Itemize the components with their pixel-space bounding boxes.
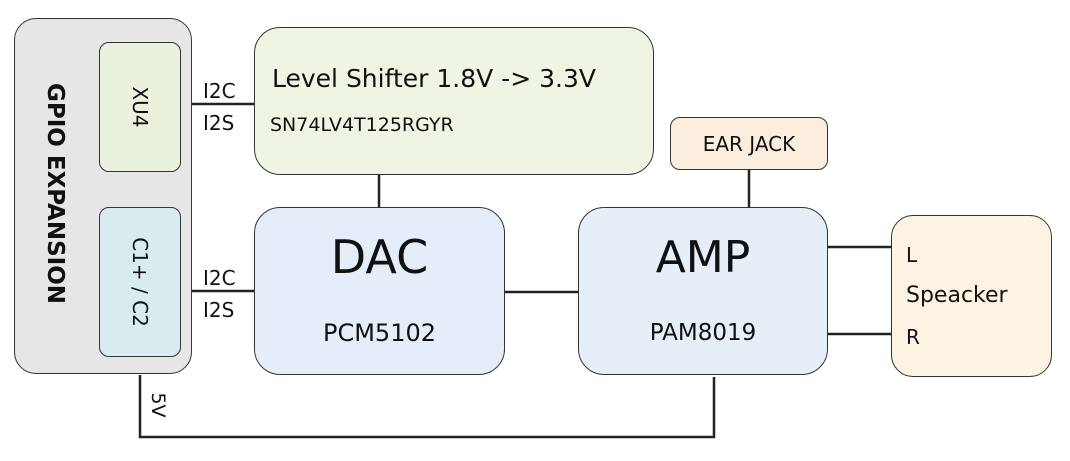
amp-block (578, 207, 828, 375)
amp-part: PAM8019 (649, 320, 757, 346)
speaker-right-label: R (906, 325, 920, 349)
level-shifter-block (254, 27, 654, 175)
dac-block (254, 207, 505, 375)
dac-part: PCM5102 (322, 319, 436, 347)
ear-jack-label: EAR JACK (702, 132, 796, 156)
bus-upper-i2c-label: I2C (203, 79, 236, 103)
speaker-block (891, 215, 1052, 377)
power-5v-label: 5V (147, 392, 169, 418)
level-shifter-title: Level Shifter 1.8V -> 3.3V (272, 64, 596, 93)
c1-c2-port-block (99, 207, 181, 357)
bus-lower-i2c-label: I2C (203, 266, 236, 290)
speaker-left-label: L (906, 243, 918, 267)
wire-5v-power (138, 375, 716, 439)
level-shifter-part: SN74LV4T125RGYR (270, 114, 454, 136)
amp-title: AMP (655, 232, 751, 283)
bus-lower-i2s-label: I2S (203, 298, 235, 322)
speaker-title: Speacker (906, 283, 1008, 308)
gpio-expansion-title: GPIO EXPANSION (42, 83, 68, 305)
ear-jack-block (670, 117, 828, 170)
xu4-port-label: XU4 (128, 86, 152, 128)
xu4-port-block (99, 42, 181, 172)
dac-title: DAC (330, 230, 429, 284)
c1-c2-port-label: C1+ / C2 (128, 237, 152, 327)
bus-upper-i2s-label: I2S (203, 111, 235, 135)
